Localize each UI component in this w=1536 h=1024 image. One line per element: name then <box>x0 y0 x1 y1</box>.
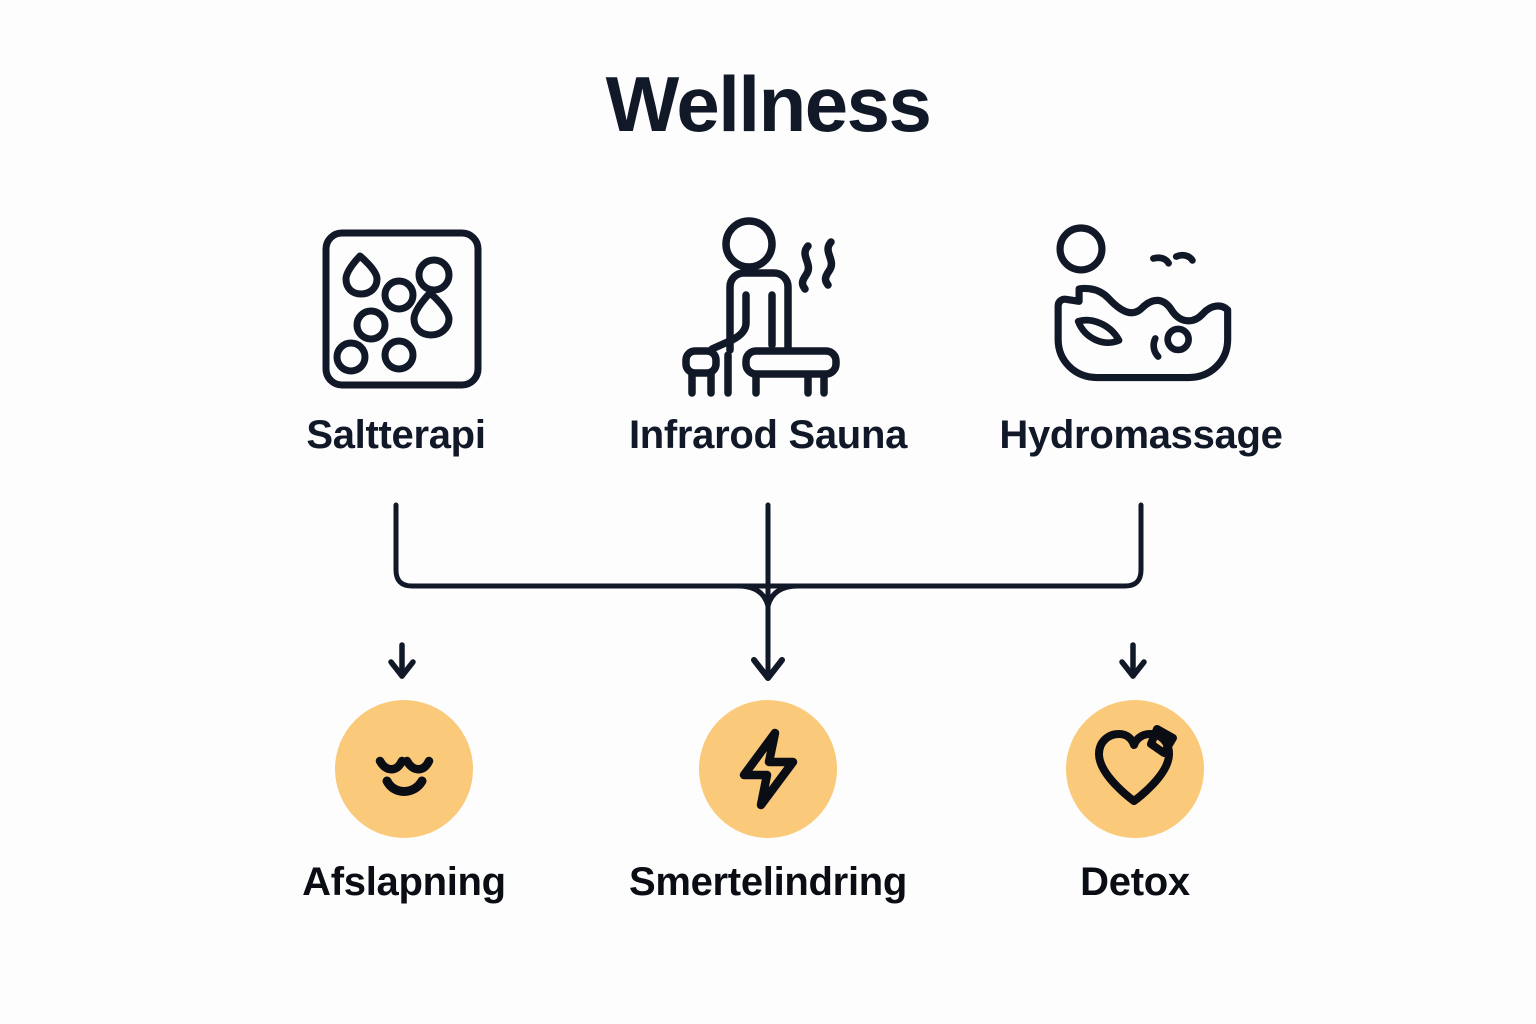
page-title: Wellness <box>605 60 932 148</box>
heart-leaf-icon <box>1095 725 1177 805</box>
outcome-badge-afslapning <box>335 700 473 838</box>
sauna-person-icon <box>668 210 868 405</box>
outcome-node-afslapning: Afslapning <box>244 700 564 905</box>
outcome-badge-smertelindring <box>699 700 837 838</box>
lightning-bolt-icon <box>739 728 798 810</box>
source-label-saltterapi: Saltterapi <box>306 413 486 457</box>
bathtub-water-icon <box>1041 210 1241 405</box>
outcome-label-detox: Detox <box>1080 860 1190 904</box>
outcome-node-smertelindring: Smertelindring <box>608 700 928 905</box>
outcome-badge-detox <box>1066 700 1204 838</box>
outcome-node-detox: Detox <box>975 700 1295 905</box>
source-label-infrarod-sauna: Infrarod Sauna <box>628 413 908 457</box>
relaxed-face-icon <box>375 756 434 796</box>
source-label-hydromassage: Hydromassage <box>999 413 1283 457</box>
salt-room-icon <box>296 210 496 405</box>
outcome-label-smertelindring: Smertelindring <box>628 860 908 904</box>
source-node-infrarod-sauna: Infrarod Sauna <box>618 210 918 458</box>
outcome-label-afslapning: Afslapning <box>302 860 506 904</box>
source-node-hydromassage: Hydromassage <box>991 210 1291 458</box>
source-node-saltterapi: Saltterapi <box>246 210 546 458</box>
